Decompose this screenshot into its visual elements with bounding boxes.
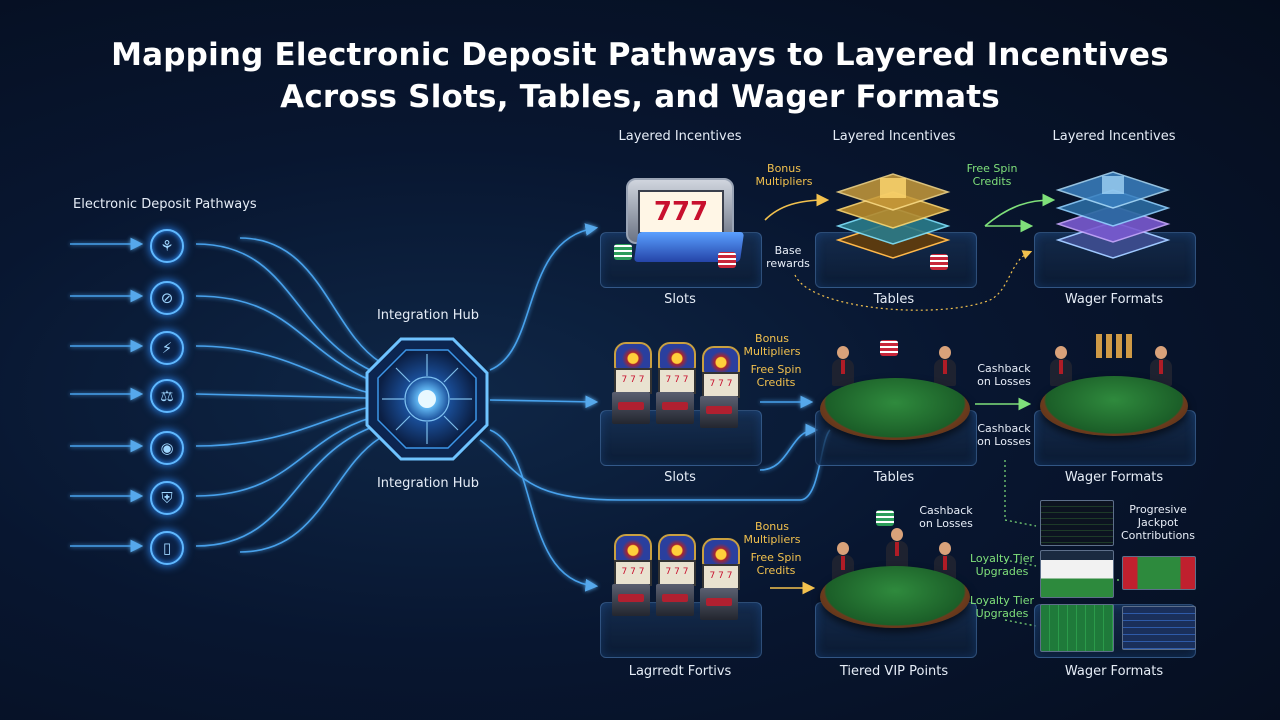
- row1-slots-label: Slots: [664, 292, 696, 307]
- poker-table: [1040, 376, 1188, 436]
- free-spin-credits-note: Free Spin Credits: [750, 363, 802, 389]
- no-cash-icon: ⊘: [150, 281, 184, 315]
- slot-machine: 7 7 7: [612, 534, 652, 616]
- chip-stack: [718, 252, 736, 268]
- free-spin-credits-note: Free Spin Credits: [966, 162, 1018, 188]
- loyalty-tier-note: Loyalty Tier Upgrades: [969, 594, 1035, 620]
- bonus-multipliers-note: Bonus Multipliers: [755, 162, 813, 188]
- player-figure: [1150, 346, 1172, 386]
- slot-machine: 7 7 7: [612, 342, 652, 424]
- chip-stack: [614, 244, 632, 260]
- bolt-icon: ⚡: [150, 331, 184, 365]
- chip-stack: [930, 254, 948, 270]
- row1-tables-label: Tables: [873, 292, 915, 307]
- slot-machine: 7 7 7: [656, 534, 696, 616]
- diagram-title: Mapping Electronic Deposit Pathways to L…: [0, 34, 1280, 118]
- slot-machine: 7 7 7: [656, 342, 696, 424]
- betting-board-screen: [1122, 556, 1196, 590]
- bonus-multipliers-note: Bonus Multipliers: [743, 332, 801, 358]
- shield-icon: ⚘: [150, 229, 184, 263]
- bonus-multipliers-note: Bonus Multipliers: [743, 520, 801, 546]
- cashback-note: Cashback on Losses: [919, 504, 973, 530]
- base-rewards-note: Base rewards: [766, 244, 810, 270]
- chip-stack: [880, 340, 898, 356]
- title-line-1: Mapping Electronic Deposit Pathways to L…: [111, 37, 1169, 73]
- slot-machine: 7 7 7: [700, 346, 740, 428]
- reels-display: 777: [638, 190, 724, 234]
- hub-label-bottom: Integration Hub: [376, 476, 480, 491]
- betting-board-screen: [1040, 550, 1114, 598]
- wallet-shield-icon: ⛨: [150, 481, 184, 515]
- loyalty-tier-note: Loyalty Tier Upgrades: [969, 552, 1035, 578]
- row1-wager-label: Wager Formats: [1064, 292, 1164, 307]
- row2-tables-label: Tables: [873, 470, 915, 485]
- slot-machine: 7 7 7: [700, 538, 740, 620]
- layered-incentive-stack-blue: [1055, 171, 1171, 259]
- deposit-pathways-header: Electronic Deposit Pathways: [73, 197, 257, 212]
- column-2-header: Layered Incentives: [832, 129, 956, 144]
- row3-slots-label: Lagrredt Fortivs: [628, 664, 732, 679]
- poker-table: [820, 566, 970, 628]
- dealer-figure: [1050, 346, 1072, 386]
- dealer-figure: [832, 346, 854, 386]
- betting-board-screen: [1122, 606, 1196, 650]
- column-3-header: Layered Incentives: [1052, 129, 1176, 144]
- chip-tower: [1096, 334, 1136, 358]
- poker-table: [820, 378, 970, 440]
- coin-icon: ◉: [150, 431, 184, 465]
- title-line-2: Across Slots, Tables, and Wager Formats: [280, 79, 1000, 115]
- hub-label-top: Integration Hub: [376, 308, 480, 323]
- cashback-note: Cashback on Losses: [977, 362, 1031, 388]
- row2-wager-label: Wager Formats: [1064, 470, 1164, 485]
- free-spin-credits-note: Free Spin Credits: [750, 551, 802, 577]
- chip-stack: [876, 510, 894, 526]
- player-figure: [934, 346, 956, 386]
- integration-hub: [365, 337, 489, 461]
- layered-incentive-stack-gold: [835, 173, 951, 259]
- dealer-figure: [886, 528, 908, 568]
- phone-icon: ▯: [150, 531, 184, 565]
- row2-slots-label: Slots: [664, 470, 696, 485]
- bank-icon: ⚖: [150, 379, 184, 413]
- betting-board-screen: [1040, 604, 1114, 652]
- column-1-header: Layered Incentives: [618, 129, 742, 144]
- betting-board-screen: [1040, 500, 1114, 546]
- row3-tables-label: Tiered VIP Points: [839, 664, 949, 679]
- progressive-jackpot-note: Progresive Jackpot Contributions: [1120, 503, 1196, 542]
- cashback-note: Cashback on Losses: [977, 422, 1031, 448]
- row3-wager-label: Wager Formats: [1064, 664, 1164, 679]
